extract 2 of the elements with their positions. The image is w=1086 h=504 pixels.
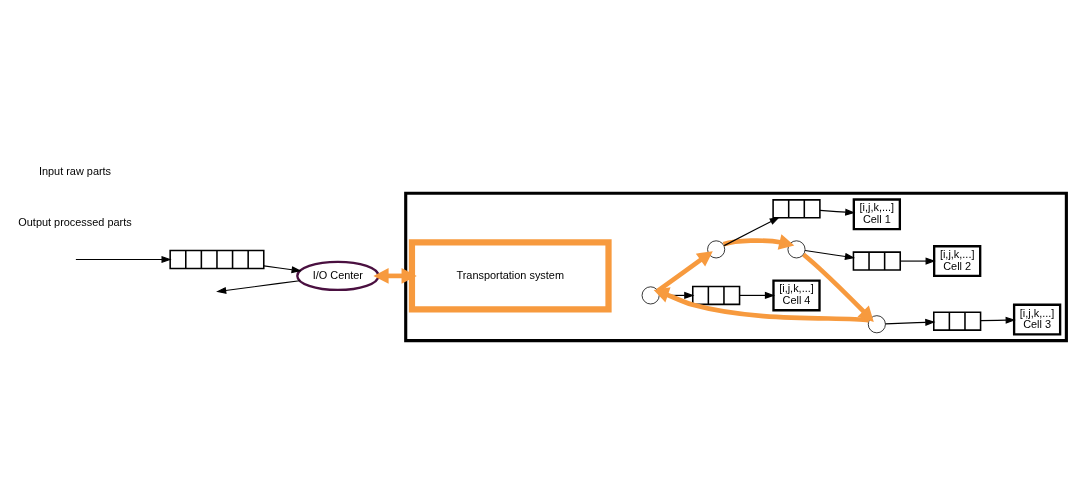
label: Input raw parts xyxy=(38,164,112,177)
label: Output processed parts xyxy=(18,215,132,228)
